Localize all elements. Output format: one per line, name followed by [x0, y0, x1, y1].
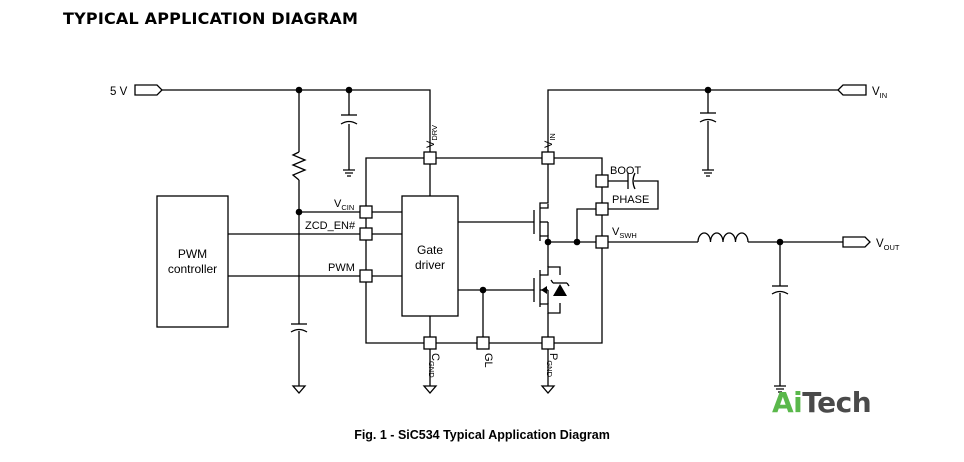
ground-symbols: [291, 169, 786, 394]
gate-driver-label-2: driver: [415, 258, 445, 272]
watermark-ai: Ai: [772, 386, 803, 419]
terminal-vin: VIN: [837, 84, 887, 100]
pin-label-gl: GL: [482, 353, 494, 368]
output-capacitor: [771, 285, 789, 295]
pin-label-pgnd: PGND: [545, 353, 559, 378]
terminal-vin-label: VIN: [872, 86, 887, 100]
terminal-vout: VOUT: [842, 236, 900, 252]
gate-driver-label-1: Gate: [417, 243, 443, 257]
decoupling-capacitor-5v: [340, 114, 358, 125]
pin-label-cgnd: CGND: [427, 353, 441, 378]
ic-pins: [359, 151, 609, 350]
terminal-5v: 5 V: [110, 84, 163, 98]
pin-label-phase: PHASE: [612, 194, 649, 206]
pin-label-boot: BOOT: [610, 165, 641, 177]
figure-caption: Fig. 1 - SiC534 Typical Application Diag…: [354, 428, 610, 442]
page-title: TYPICAL APPLICATION DIAGRAM: [63, 9, 359, 28]
terminal-vout-label: VOUT: [876, 238, 900, 252]
aitech-watermark-logo: AiTech: [772, 386, 872, 419]
pin-label-zcd-en: ZCD_EN#: [305, 220, 356, 232]
junction-dots: [295, 86, 784, 294]
pin-label-vdrv: VDRV: [425, 125, 439, 148]
boot-capacitor: [627, 172, 636, 190]
pin-label-vin: VIN: [543, 133, 557, 148]
pwm-controller-block: PWM controller: [156, 195, 229, 328]
terminal-5v-label: 5 V: [110, 86, 128, 98]
output-inductor: [697, 232, 749, 243]
pull-up-resistor: [291, 151, 307, 181]
controller-capacitor: [290, 323, 308, 333]
pwm-controller-label-1: PWM: [178, 247, 207, 261]
body-diode-symbol: [550, 279, 570, 296]
mosfet-arrow: [541, 286, 547, 294]
pin-label-vcin: VCIN: [334, 198, 354, 212]
input-capacitor-vin: [699, 112, 717, 123]
wires: [160, 89, 843, 386]
watermark-tech: Tech: [802, 386, 872, 419]
pin-label-pwm: PWM: [328, 262, 355, 274]
pin-label-vswh: VSWH: [612, 226, 637, 240]
gate-driver-block: Gate driver: [401, 195, 459, 317]
pwm-controller-label-2: controller: [168, 262, 217, 276]
